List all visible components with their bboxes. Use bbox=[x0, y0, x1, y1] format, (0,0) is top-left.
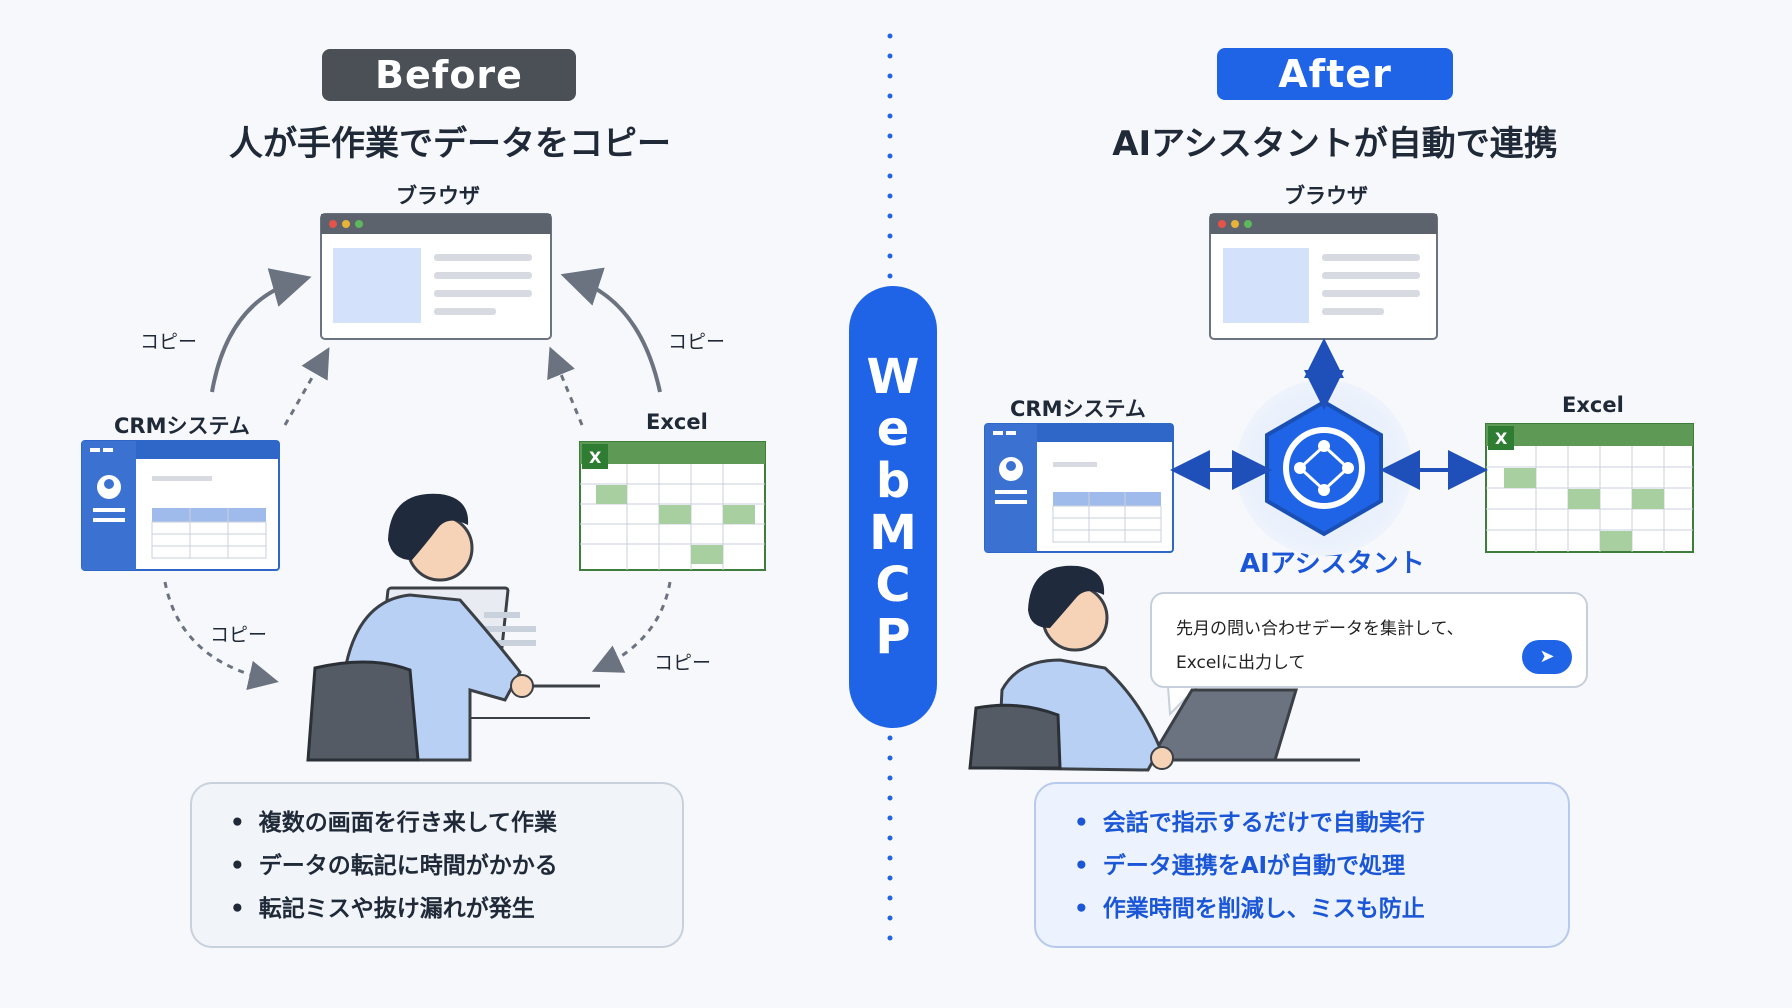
webmcp-letter: C bbox=[875, 557, 911, 613]
after-bullet-2: データ連携をAIが自動で処理 bbox=[1074, 845, 1568, 888]
after-benefits-box: 会話で指示するだけで自動実行 データ連携をAIが自動で処理 作業時間を削減し、ミ… bbox=[1034, 782, 1570, 948]
before-bullet-2: データの転記に時間がかかる bbox=[230, 845, 682, 888]
person-illustration bbox=[968, 565, 1360, 772]
ai-hexagon-icon bbox=[1236, 380, 1412, 556]
copy-label-top-right: コピー bbox=[668, 331, 726, 353]
browser-window-icon bbox=[1209, 213, 1438, 340]
person-illustration bbox=[306, 493, 600, 762]
excel-sheet-icon: X bbox=[579, 441, 766, 571]
after-badge: After bbox=[1217, 48, 1453, 100]
chat-message-line2: Excelに出力して bbox=[1176, 653, 1306, 673]
browser-window-icon bbox=[320, 213, 552, 340]
webmcp-letter: e bbox=[876, 401, 910, 457]
crm-app-icon bbox=[984, 423, 1174, 553]
webmcp-label: W e b M C P bbox=[849, 286, 937, 728]
before-diagram: X bbox=[81, 213, 766, 762]
after-bullet-3: 作業時間を削減し、ミスも防止 bbox=[1074, 888, 1568, 931]
dashed-arrow-3 bbox=[163, 581, 279, 691]
svg-text:X: X bbox=[589, 448, 602, 467]
excel-sheet-icon: X bbox=[1485, 423, 1694, 553]
copy-label-bottom-right: コピー bbox=[654, 652, 712, 674]
webmcp-letter: M bbox=[869, 505, 917, 561]
chat-bubble: 先月の問い合わせデータを集計して、 Excelに出力して ➤ bbox=[1150, 592, 1588, 688]
send-icon: ➤ bbox=[1539, 646, 1555, 667]
copy-label-top-left: コピー bbox=[140, 331, 198, 353]
copy-arrow-excel-browser bbox=[560, 267, 662, 393]
webmcp-letter: b bbox=[875, 453, 911, 509]
dashed-arrow-1 bbox=[283, 347, 330, 426]
send-button[interactable]: ➤ bbox=[1522, 640, 1572, 674]
webmcp-letter: W bbox=[866, 349, 920, 405]
webmcp-letter: P bbox=[875, 609, 911, 665]
before-excel-label: Excel bbox=[646, 410, 708, 434]
before-crm-label: CRMシステム bbox=[114, 414, 250, 438]
copy-arrow-crm-browser bbox=[210, 268, 312, 393]
after-diagram: X bbox=[968, 213, 1694, 772]
dashed-arrow-2 bbox=[547, 346, 584, 426]
chat-message-line1: 先月の問い合わせデータを集計して、 bbox=[1176, 619, 1464, 639]
copy-label-bottom-left: コピー bbox=[210, 624, 268, 646]
after-crm-label: CRMシステム bbox=[1010, 397, 1146, 421]
crm-app-icon bbox=[81, 440, 280, 571]
after-browser-label: ブラウザ bbox=[1284, 184, 1368, 208]
before-bullet-3: 転記ミスや抜け漏れが発生 bbox=[230, 888, 682, 931]
after-heading: AIアシスタントが自動で連携 bbox=[1112, 124, 1558, 164]
after-excel-label: Excel bbox=[1562, 393, 1624, 417]
after-bullet-1: 会話で指示するだけで自動実行 bbox=[1074, 802, 1568, 845]
svg-text:X: X bbox=[1495, 429, 1508, 448]
before-heading: 人が手作業でデータをコピー bbox=[229, 124, 671, 164]
dashed-arrow-4 bbox=[591, 581, 672, 673]
before-bullet-1: 複数の画面を行き来して作業 bbox=[230, 802, 682, 845]
before-browser-label: ブラウザ bbox=[396, 184, 480, 208]
before-issues-box: 複数の画面を行き来して作業 データの転記に時間がかかる 転記ミスや抜け漏れが発生 bbox=[190, 782, 684, 948]
before-badge: Before bbox=[322, 49, 576, 101]
center-divider bbox=[887, 33, 893, 958]
